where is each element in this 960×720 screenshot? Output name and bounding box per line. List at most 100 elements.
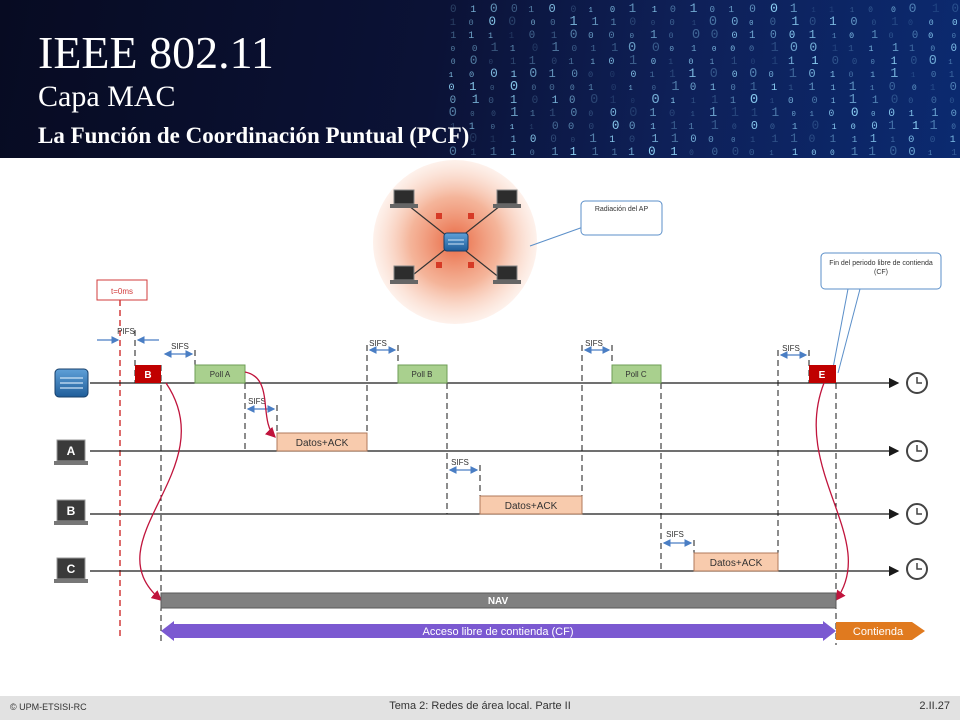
callout-cf-end-text: Fin del periodo libre de contienda (CF) [829, 260, 933, 276]
binary-digit: 1 [951, 147, 957, 158]
binary-digit: 0 [552, 121, 559, 133]
ap-radiation-illustration [373, 160, 537, 324]
binary-digit: 1 [551, 145, 558, 158]
time-axes [90, 377, 900, 577]
binary-digit: 1 [809, 28, 816, 42]
binary-digit: 0 [669, 108, 675, 120]
binary-digit: 0 [912, 84, 917, 93]
binary-digit: 1 [771, 82, 777, 94]
binary-digit: 1 [549, 67, 556, 81]
binary-digit: 1 [490, 134, 496, 145]
binary-digit: 0 [569, 95, 575, 107]
binary-digit: 1 [671, 120, 678, 133]
sifs-label: SIFS [585, 339, 603, 348]
binary-digit: 1 [529, 55, 536, 68]
poll-b-frame: Poll B [397, 364, 448, 384]
binary-digit: 0 [889, 145, 897, 158]
binary-digit: 1 [731, 56, 737, 68]
binary-digit: 0 [490, 66, 498, 81]
binary-digit: 0 [449, 144, 457, 158]
binary-digit: 0 [448, 83, 454, 94]
binary-digit: 0 [731, 15, 738, 29]
binary-digit: 1 [832, 33, 837, 41]
binary-digit: 0 [550, 134, 557, 146]
binary-digit: 0 [730, 45, 735, 54]
binary-digit: 1 [629, 2, 637, 16]
binary-digit: 0 [910, 55, 917, 68]
binary-digit: 0 [669, 46, 674, 54]
sifs-label: SIFS [451, 458, 469, 467]
binary-digit: 1 [589, 131, 597, 146]
laptop-icon [390, 189, 418, 208]
nav-bar: NAV [160, 592, 837, 609]
binary-digit: 0 [868, 7, 873, 15]
binary-digit: 1 [671, 80, 679, 95]
binary-digit: 1 [709, 106, 717, 121]
binary-digit: 0 [648, 145, 656, 158]
station-c-label: C [67, 562, 76, 576]
binary-digit: 1 [628, 147, 635, 158]
binary-digit: 1 [491, 40, 499, 55]
binary-digit: 0 [490, 1, 498, 16]
binary-digit: 1 [849, 79, 857, 94]
binary-digit: 1 [771, 56, 778, 68]
binary-digit: 1 [790, 131, 798, 146]
binary-digit: 1 [611, 41, 618, 55]
binary-digit: 1 [590, 58, 595, 67]
binary-digit: 0 [730, 83, 735, 93]
binary-digit: 0 [489, 59, 493, 67]
binary-digit: 1 [831, 83, 836, 93]
binary-digit: 0 [690, 134, 696, 146]
binary-digit: 0 [809, 15, 816, 29]
binary-digit: 0 [770, 29, 777, 42]
binary-digit: 0 [908, 145, 915, 158]
binary-digit: 1 [588, 83, 593, 93]
binary-digit: 1 [852, 134, 858, 145]
binary-digit: 1 [912, 119, 919, 133]
binary-digit: 0 [530, 148, 535, 158]
binary-digit: 0 [732, 69, 738, 80]
binary-digit: 0 [830, 149, 835, 158]
binary-digit: 0 [608, 57, 614, 68]
laptop-icon [390, 265, 418, 284]
binary-digit: 1 [449, 134, 455, 145]
binary-digit: 0 [710, 67, 718, 82]
binary-digit: 0 [570, 84, 575, 93]
binary-digit: 0 [549, 2, 556, 16]
laptop-icon [493, 189, 521, 208]
binary-digit: 0 [551, 56, 557, 67]
binary-digit: 0 [770, 17, 776, 29]
pcf-diagram: Radiación del AP Fin del periodo libre d… [54, 160, 942, 645]
binary-digit: 1 [788, 56, 795, 68]
binary-digit: 1 [850, 7, 854, 15]
binary-digit: 1 [950, 134, 956, 145]
interval-arrows [97, 336, 808, 547]
t0-label: t=0ms [111, 287, 133, 296]
binary-digit: 1 [810, 111, 814, 119]
binary-digit: 1 [750, 80, 757, 94]
binary-digit: 0 [651, 56, 656, 67]
access-point-icon [54, 368, 89, 398]
data-ack-label: Datos+ACK [296, 438, 349, 449]
binary-digit: 0 [829, 108, 835, 119]
binary-digit: 0 [848, 71, 853, 80]
binary-digit: 0 [808, 67, 815, 81]
binary-digit: 1 [872, 95, 879, 107]
binary-digit: 0 [809, 40, 817, 55]
section-title: La Función de Coordinación Puntual (PCF) [38, 123, 470, 148]
binary-digit: 0 [872, 19, 877, 28]
binary-digit: 1 [510, 93, 517, 107]
binary-digit: 0 [629, 121, 636, 133]
clock-icon [906, 503, 928, 525]
binary-digit: 0 [510, 80, 518, 95]
binary-digit: 0 [530, 134, 537, 146]
binary-digit: 1 [829, 15, 837, 29]
binary-digit: 1 [592, 145, 599, 158]
binary-digit: 0 [929, 54, 937, 69]
binary-digit: 1 [790, 1, 798, 16]
binary-digit: 0 [571, 69, 578, 81]
binary-digit: 0 [711, 147, 718, 158]
binary-digit: 1 [792, 148, 798, 158]
binary-digit: 1 [710, 82, 716, 93]
